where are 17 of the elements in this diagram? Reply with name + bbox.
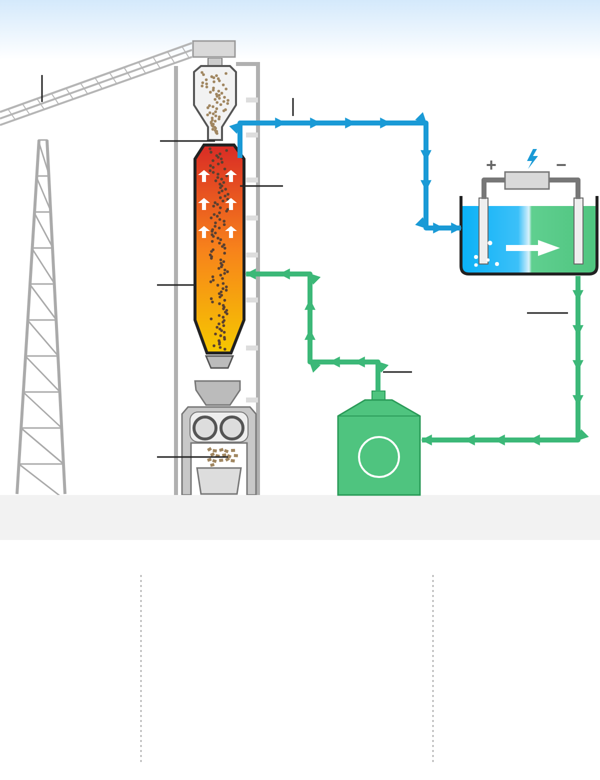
- leader-line: [157, 456, 228, 458]
- leader-line: [157, 284, 194, 286]
- pipe: [245, 268, 388, 391]
- tank-drawing: [336, 390, 422, 496]
- leader-line: [160, 140, 215, 142]
- pipe: [229, 112, 462, 234]
- power-supply-unit: [504, 171, 550, 190]
- polarity-sign: −: [556, 156, 567, 174]
- wire: [549, 178, 580, 199]
- hopper-drawing: [193, 58, 238, 142]
- polarity-sign: +: [486, 156, 497, 174]
- conveyor-drawing: [0, 40, 192, 127]
- wire: [482, 178, 505, 199]
- pipe: [421, 276, 589, 446]
- leader-line: [41, 75, 43, 102]
- leader-line: [240, 185, 283, 187]
- shaft-furnace-drawing: [192, 142, 247, 370]
